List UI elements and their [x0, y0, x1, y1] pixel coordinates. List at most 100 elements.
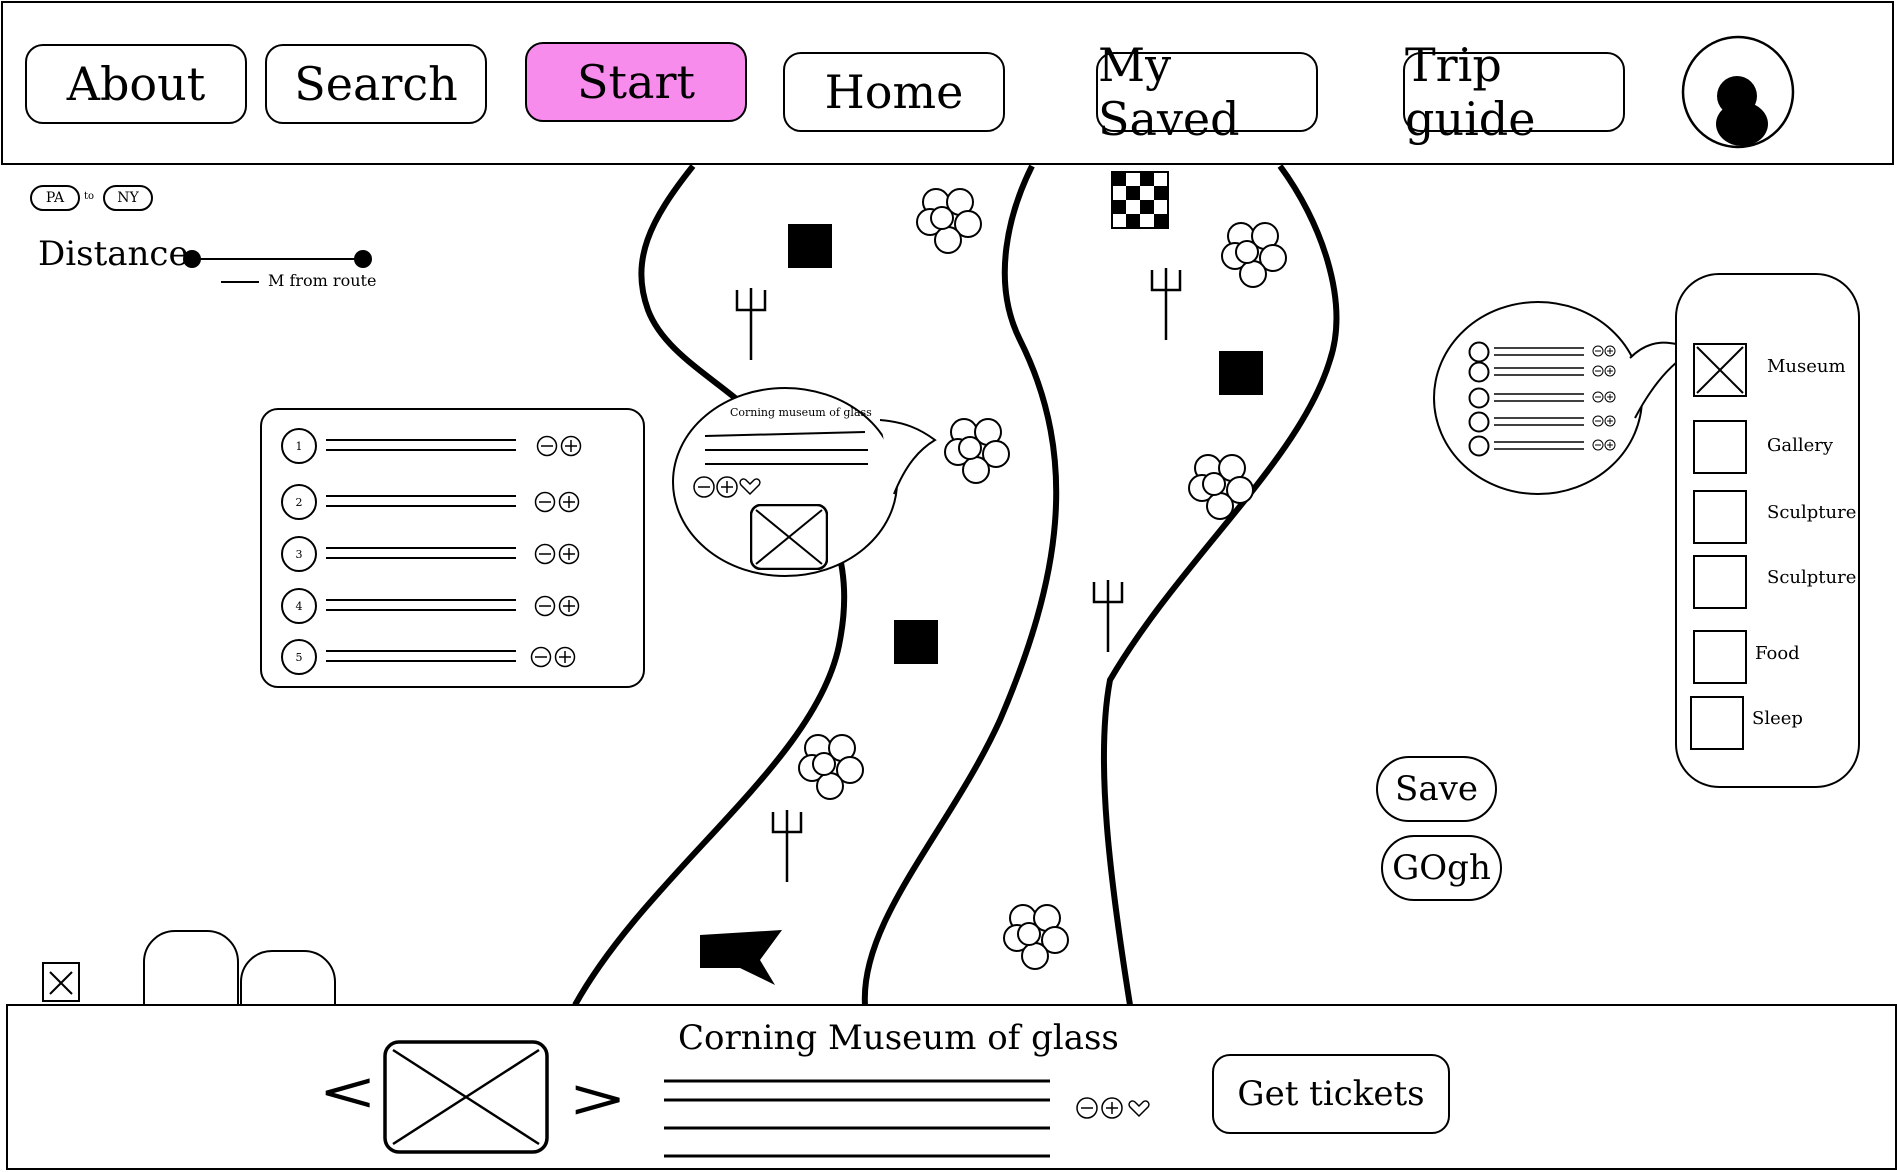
route-from-pill[interactable]: PA	[30, 185, 80, 211]
category-checkbox[interactable]	[1690, 696, 1744, 750]
plus-icon	[558, 491, 580, 513]
stop-controls[interactable]	[530, 645, 580, 669]
stop-text-lines	[326, 495, 516, 507]
road-center-edge	[861, 164, 1060, 1006]
plus-icon	[716, 476, 738, 498]
poi-square-marker	[894, 620, 938, 664]
footer-controls[interactable]	[1075, 1096, 1155, 1120]
road-right-edge	[1100, 164, 1340, 1006]
category-label: Gallery	[1767, 435, 1834, 456]
stop-text-lines	[326, 599, 516, 611]
about-button[interactable]: About	[25, 44, 247, 124]
plus-icon	[1604, 365, 1616, 377]
fork-icon	[1092, 580, 1124, 652]
route-to-pill[interactable]: NY	[103, 185, 153, 211]
stop-controls[interactable]	[534, 594, 584, 618]
minus-icon	[1076, 1097, 1098, 1119]
stop-number: 4	[295, 599, 303, 613]
stop-number-badge: 1	[281, 428, 317, 464]
stop-number: 2	[295, 495, 303, 509]
stop-number-badge: 2	[281, 484, 317, 520]
footer-description-lines	[664, 1079, 1050, 1158]
minus-icon	[693, 476, 715, 498]
stop-text-lines	[326, 650, 516, 662]
fork-icon	[735, 288, 767, 360]
category-checkbox[interactable]	[1693, 630, 1747, 684]
distance-unit-dash	[221, 281, 259, 283]
collapsed-tab[interactable]	[240, 950, 336, 1010]
stop-text-lines	[326, 439, 516, 451]
tree-cluster-icon	[1003, 904, 1069, 970]
stop-controls[interactable]	[534, 490, 584, 514]
bubble-row[interactable]	[1468, 411, 1628, 433]
distance-label: Distance	[38, 234, 189, 274]
minus-icon	[1592, 415, 1604, 427]
stop-number: 3	[295, 547, 303, 561]
heart-icon	[739, 478, 761, 496]
tree-cluster-icon	[1188, 454, 1254, 520]
poi-square-marker	[1219, 351, 1263, 395]
minus-icon	[534, 543, 556, 565]
category-label: Sleep	[1752, 708, 1803, 729]
minus-icon	[1592, 365, 1604, 377]
tree-cluster-icon	[916, 188, 982, 254]
profile-avatar-icon[interactable]	[1680, 34, 1796, 150]
popup-controls[interactable]	[692, 475, 764, 499]
footer-detail-panel	[6, 1004, 1897, 1170]
home-button[interactable]: Home	[783, 52, 1005, 132]
bubble-row[interactable]	[1468, 341, 1628, 363]
popup-image-placeholder	[750, 504, 828, 570]
go-button[interactable]: GOgh	[1381, 835, 1502, 901]
distance-slider[interactable]	[180, 245, 376, 275]
bubble-row[interactable]	[1468, 387, 1628, 409]
prev-arrow-button[interactable]: <	[318, 1060, 378, 1123]
footer-title: Corning Museum of glass	[678, 1018, 1119, 1058]
category-label: Museum	[1767, 356, 1846, 377]
minus-icon	[1592, 391, 1604, 403]
plus-icon	[1604, 345, 1616, 357]
get-tickets-button[interactable]: Get tickets	[1212, 1054, 1450, 1134]
plus-icon	[554, 646, 576, 668]
checkered-flag-icon	[1111, 171, 1169, 229]
category-label: Sculpture	[1767, 567, 1857, 588]
bubble-row[interactable]	[1468, 435, 1628, 457]
minus-icon	[1592, 345, 1604, 357]
poi-square-marker	[788, 224, 832, 268]
stop-controls[interactable]	[536, 434, 586, 458]
stop-number: 1	[295, 439, 303, 453]
next-arrow-button[interactable]: >	[568, 1067, 628, 1130]
close-icon[interactable]	[42, 962, 80, 1002]
plus-icon	[1604, 391, 1616, 403]
start-button[interactable]: Start	[525, 42, 747, 122]
fork-icon	[1150, 268, 1182, 340]
trip-guide-button[interactable]: Trip guide	[1403, 38, 1625, 146]
stop-number: 5	[295, 650, 303, 664]
bubble-row[interactable]	[1468, 361, 1628, 383]
minus-icon	[536, 435, 558, 457]
category-checkbox[interactable]	[1693, 420, 1747, 474]
minus-icon	[534, 491, 556, 513]
search-button[interactable]: Search	[265, 44, 487, 124]
plus-icon	[1101, 1097, 1123, 1119]
category-label: Sculpture	[1767, 502, 1857, 523]
popup-bubble	[672, 387, 937, 577]
stop-controls[interactable]	[534, 542, 584, 566]
tree-cluster-icon	[798, 734, 864, 800]
stop-number-badge: 5	[281, 639, 317, 675]
save-button[interactable]: Save	[1376, 756, 1497, 822]
slider-handle-max	[354, 250, 372, 268]
popup-title: Corning museum of glass	[730, 406, 872, 419]
plus-icon	[558, 595, 580, 617]
minus-icon	[1592, 439, 1604, 451]
category-checkbox[interactable]	[1693, 343, 1747, 397]
slider-handle-min	[183, 250, 201, 268]
category-checkbox[interactable]	[1693, 555, 1747, 609]
plus-icon	[558, 543, 580, 565]
stop-number-badge: 4	[281, 588, 317, 624]
distance-unit-label: M from route	[268, 271, 377, 290]
flag-marker-icon	[700, 930, 782, 985]
category-label: Food	[1755, 643, 1800, 664]
category-checkbox[interactable]	[1693, 490, 1747, 544]
collapsed-tab[interactable]	[143, 930, 239, 1010]
